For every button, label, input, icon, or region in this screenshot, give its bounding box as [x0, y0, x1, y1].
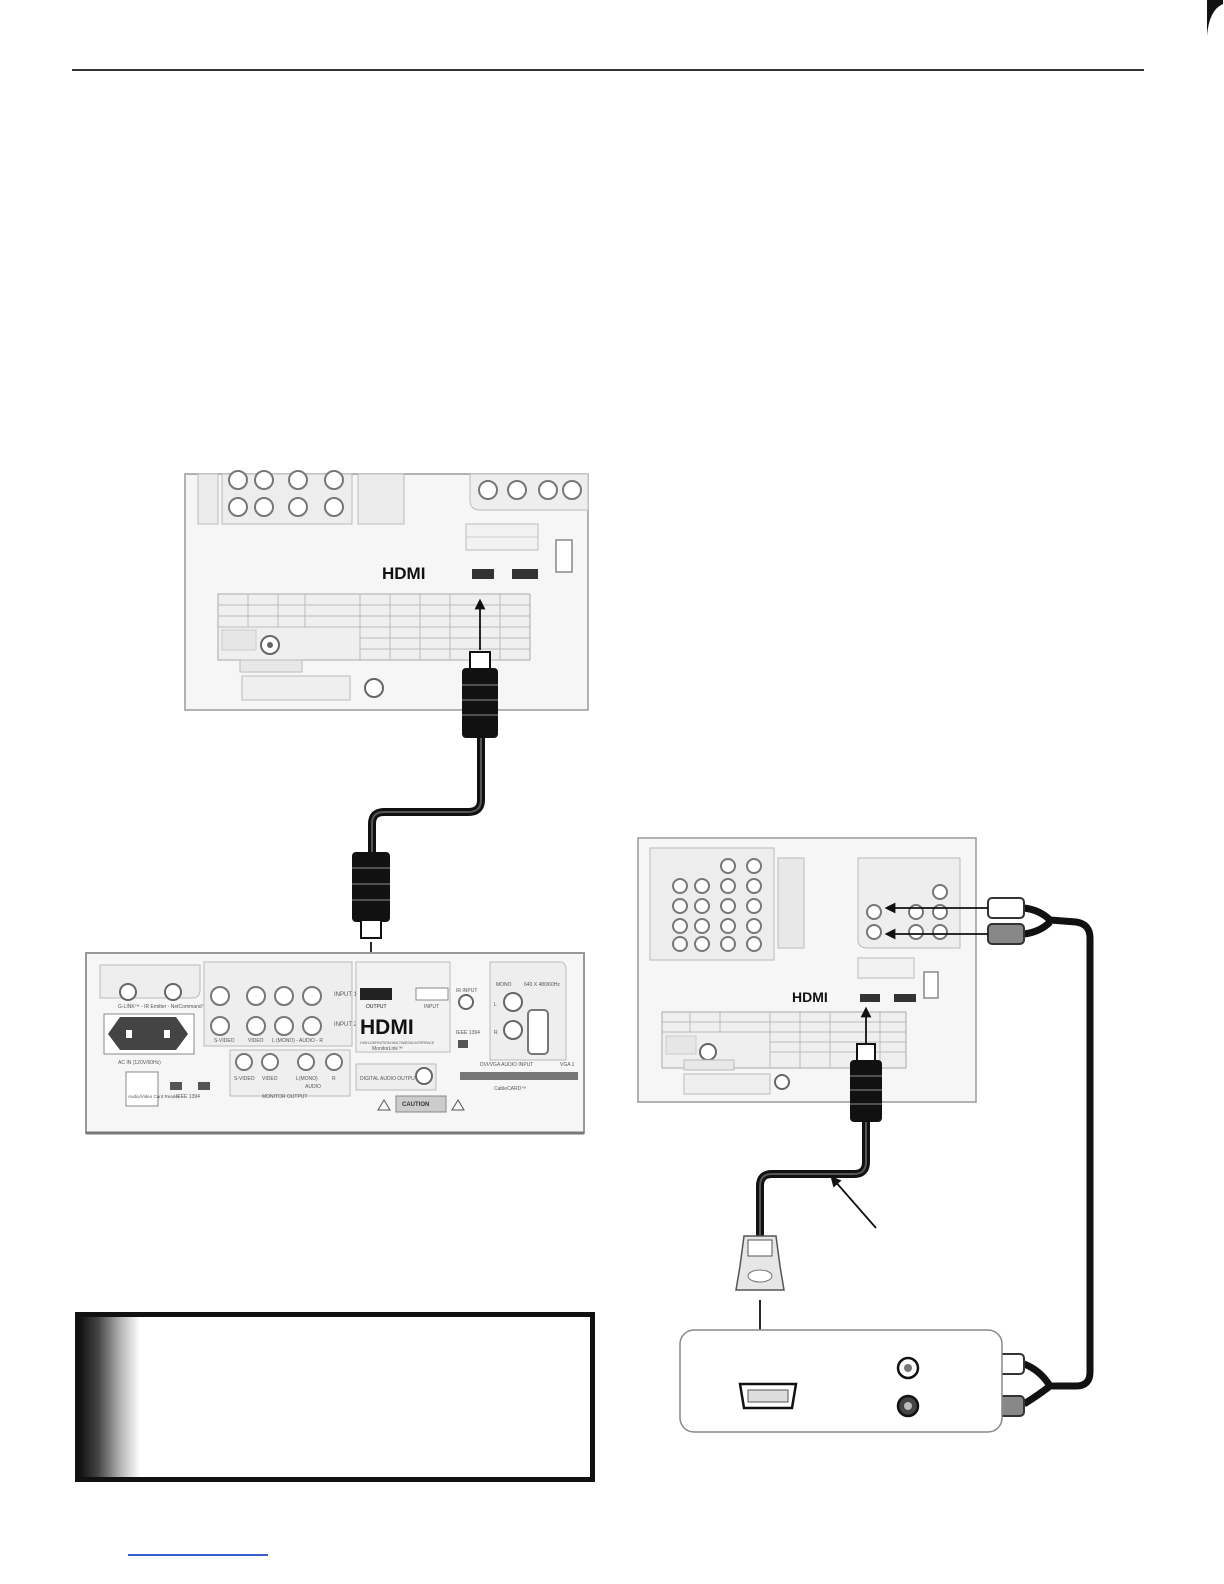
hdmi-logo-source: HDMI [360, 1016, 414, 1039]
tv-back-panel-right: HDMI [637, 837, 977, 1103]
r-label: R [494, 1030, 498, 1036]
footer-link-underline[interactable] [128, 1554, 268, 1556]
resolution-label: 640 X 480/60Hz [524, 982, 560, 988]
monitor-r-label: R [332, 1076, 336, 1082]
l-label: L [494, 1002, 497, 1008]
hdmi-cable-left [352, 598, 498, 986]
note-box [75, 1312, 595, 1482]
card-reader-label: Audio/Video Card Reader [128, 1094, 180, 1099]
header-rule [72, 69, 1144, 71]
netcommand-label: G-LINK™ - IR Emitter - NetCommand™ [118, 1004, 207, 1010]
input-port-label: INPUT [424, 1004, 439, 1010]
ac-in-label: AC IN (120V/60Hz) [118, 1060, 161, 1066]
output-port-label: OUTPUT [366, 1004, 387, 1010]
input2-label: INPUT 2 [334, 1022, 358, 1028]
ieee-label-left: IEEE 1394 [176, 1094, 200, 1100]
monitor-output-label: MONITOR OUTPUT [262, 1094, 307, 1100]
video-label: VIDEO [248, 1038, 264, 1044]
monitor-lmono-label: L(MONO) [296, 1076, 318, 1082]
input1-label: INPUT 1 [334, 992, 358, 998]
caution-label: CAUTION [402, 1102, 429, 1108]
monitor-video-label: VIDEO [262, 1076, 278, 1082]
source-back-panel: G-LINK™ - IR Emitter - NetCommand™ AC IN… [85, 952, 585, 1135]
monitorlink-label: MonitorLink™ [372, 1046, 403, 1052]
monitor-audio-label: AUDIO [305, 1084, 321, 1090]
monitor-svideo-label: S-VIDEO [234, 1076, 255, 1082]
digital-audio-label: DIGITAL AUDIO OUTPUT [360, 1076, 418, 1082]
ir-input-label: IR INPUT [456, 988, 477, 994]
page-corner-mark [1207, 0, 1223, 36]
ieee-label-right: IEEE 1394 [456, 1030, 480, 1036]
note-box-gradient [80, 1317, 140, 1477]
dvi-vga-audio-label: DVI/VGA AUDIO INPUT [480, 1062, 533, 1068]
cablecard-label: CableCARD™ [494, 1086, 526, 1092]
hdmi-logo-right: HDMI [792, 989, 828, 1005]
hdmi-logo-left: HDMI [382, 564, 425, 583]
vga-label: VGA 1 [560, 1062, 575, 1068]
svideo-label: S-VIDEO [214, 1038, 235, 1044]
hdmi-to-dvi-cable [735, 1006, 882, 1344]
mono-label: MONO [496, 982, 512, 988]
dvi-source-device [679, 1329, 1003, 1433]
hdmi-tagline: HIGH-DEFINITION MULTIMEDIA INTERFACE [360, 1041, 435, 1045]
audio-lr-label: L (MONO) - AUDIO - R [272, 1038, 323, 1044]
